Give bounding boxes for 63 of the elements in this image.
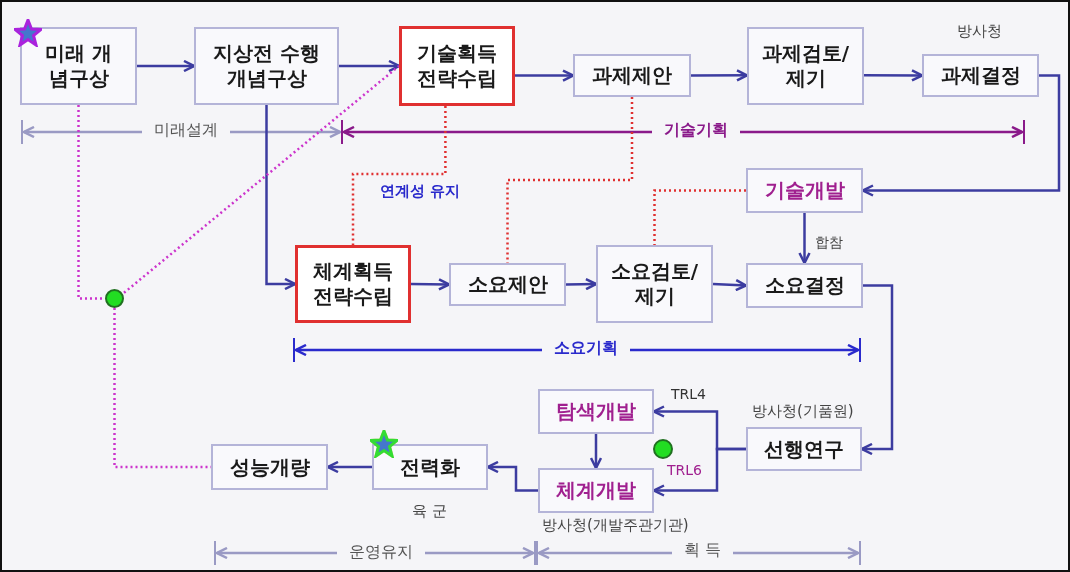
- process-box: [538, 468, 654, 513]
- arrow: [691, 69, 749, 82]
- arrow: [265, 105, 297, 291]
- connector-line: [506, 97, 634, 263]
- box-label: 기술획득 전략수립: [416, 41, 498, 91]
- process-box: [20, 27, 137, 105]
- arrow: [411, 278, 451, 291]
- connector-line: [653, 189, 746, 245]
- box-label: 지상전 수행 개념구상: [212, 41, 321, 91]
- box-label: 소요제안: [467, 272, 548, 297]
- marker-dot: [653, 439, 673, 459]
- connector-line: [77, 105, 105, 300]
- box-label: 과제검토/ 제기: [760, 41, 851, 91]
- box-label: 소요검토/ 제기: [609, 259, 700, 309]
- arrow: [798, 213, 811, 265]
- edge-label: 합참: [814, 234, 844, 252]
- process-box: [372, 444, 488, 490]
- box-label: 소요결정: [764, 273, 845, 298]
- span-label: 미래설계: [142, 120, 230, 141]
- box-label: 탐색개발: [556, 399, 636, 424]
- box-label: 전력화: [400, 454, 460, 480]
- box-label: 과제결정: [940, 63, 1021, 88]
- box-label: 성능개량: [229, 454, 310, 480]
- edge-label: TRL6: [666, 462, 703, 478]
- process-box: [747, 27, 864, 105]
- box-label: 선행연구: [764, 436, 844, 462]
- process-box: [746, 427, 862, 471]
- arrow: [137, 59, 196, 73]
- arrow: [339, 59, 401, 73]
- span-label: 기술기획: [652, 120, 740, 141]
- connector-line: [351, 106, 447, 245]
- span-label: 운영유지: [337, 542, 425, 563]
- connector-line: [113, 308, 211, 469]
- process-box: [538, 389, 654, 434]
- box-label: 체계개발: [556, 478, 636, 503]
- arrow: [864, 69, 924, 82]
- box-label: 과제제안: [592, 63, 672, 88]
- process-box: [194, 27, 339, 105]
- caption-text: 방사청(개발주관기관): [542, 516, 689, 535]
- box-label: 체계획득 전략수립: [312, 259, 394, 309]
- arrow: [589, 434, 603, 470]
- arrow: [515, 69, 575, 82]
- caption-text: 방사청: [957, 22, 1002, 41]
- span-label: 소요기획: [542, 338, 630, 359]
- caption-text: 방사청(기품원): [752, 402, 854, 421]
- caption-text: 육 군: [412, 502, 447, 521]
- edge-label: TRL4: [670, 386, 707, 402]
- box-label: 기술개발: [764, 178, 845, 203]
- process-box: [596, 245, 713, 323]
- arrow: [712, 278, 748, 292]
- connector-line: [123, 65, 400, 294]
- process-box: [399, 26, 515, 106]
- process-box: [295, 245, 411, 323]
- marker-dot: [105, 289, 124, 308]
- arrow: [565, 277, 598, 291]
- process-box: [922, 54, 1039, 97]
- process-box: [211, 444, 328, 490]
- span-label: 획 득: [672, 540, 734, 561]
- process-box: [746, 263, 863, 308]
- process-box: [746, 168, 863, 213]
- box-label: 미래 개념구상: [44, 41, 113, 91]
- process-box: [449, 263, 566, 306]
- process-box: [573, 54, 691, 97]
